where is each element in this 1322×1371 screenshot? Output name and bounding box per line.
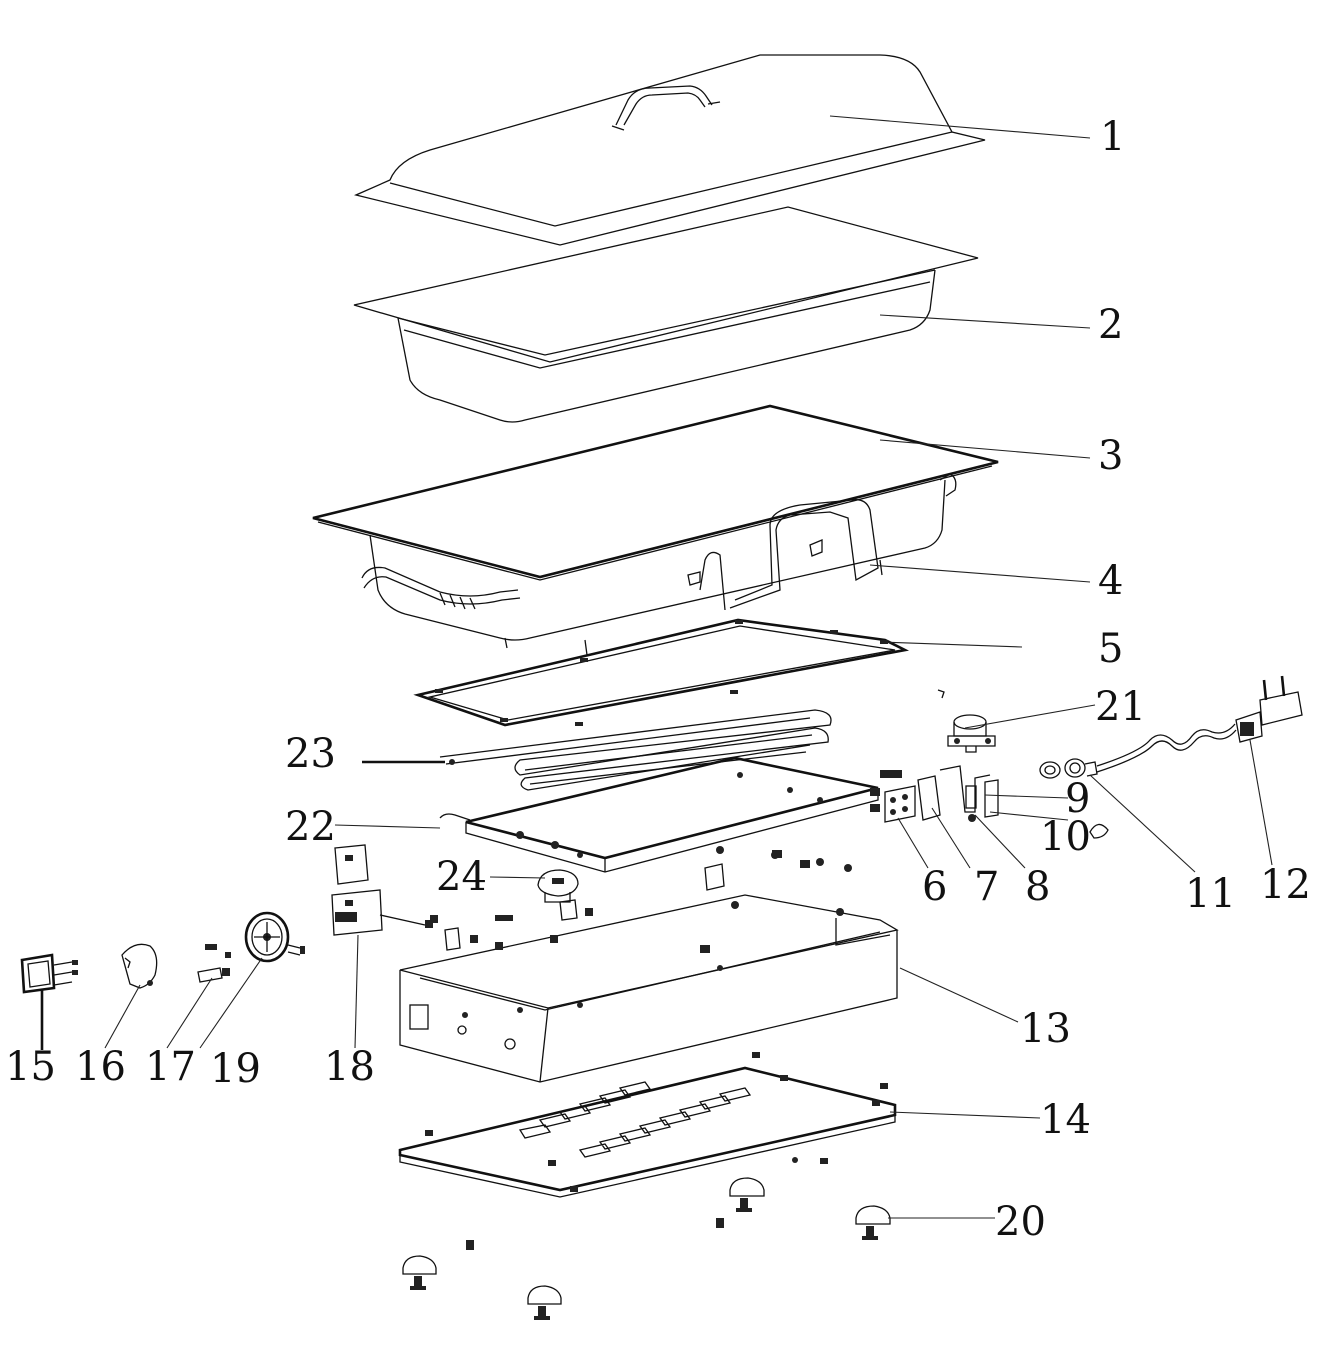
label-7: 7 [974, 864, 999, 910]
part-power-cord [1039, 723, 1237, 779]
label-3: 3 [1098, 433, 1123, 479]
label-6: 6 [922, 864, 947, 910]
part-gasket [413, 618, 910, 727]
part-terminal-block [870, 770, 916, 823]
part-dial-knob [244, 911, 305, 963]
label-5: 5 [1098, 626, 1123, 672]
part-pan [353, 206, 979, 423]
label-18: 18 [324, 1044, 375, 1090]
part-feet [402, 1177, 891, 1320]
label-1: 1 [1100, 114, 1125, 160]
label-11: 11 [1185, 871, 1236, 917]
part-base-plate [398, 1052, 897, 1198]
part-reflector [439, 756, 879, 873]
part-knob-cover [121, 943, 158, 989]
label-13: 13 [1020, 1006, 1071, 1052]
part-tray [312, 404, 999, 656]
label-16: 16 [75, 1044, 126, 1090]
label-9: 9 [1065, 776, 1090, 822]
label-22: 22 [285, 804, 336, 850]
part-housing [399, 894, 899, 1083]
label-17: 17 [145, 1044, 196, 1090]
label-23: 23 [285, 731, 336, 777]
part-switch [20, 953, 78, 994]
part-labels: 1 2 3 4 5 21 23 9 22 10 24 6 7 8 11 12 1… [5, 114, 1311, 1245]
label-10: 10 [1040, 814, 1091, 860]
label-24: 24 [436, 854, 487, 900]
part-lid [353, 54, 986, 246]
part-control-bracket [331, 844, 433, 936]
part-heating-element [439, 709, 832, 791]
part-bracket [917, 765, 999, 822]
label-4: 4 [1098, 558, 1123, 604]
label-14: 14 [1040, 1097, 1091, 1143]
leader-lines [40, 115, 1273, 1219]
label-19: 19 [210, 1046, 261, 1092]
label-12: 12 [1260, 862, 1311, 908]
part-cap [1089, 823, 1109, 839]
label-21: 21 [1095, 684, 1146, 730]
label-20: 20 [995, 1199, 1046, 1245]
part-handles [361, 473, 957, 611]
label-2: 2 [1098, 302, 1123, 348]
label-15: 15 [5, 1044, 56, 1090]
part-thermal-fuse [937, 689, 996, 753]
part-thermostat [537, 869, 579, 903]
part-spacer [197, 944, 231, 983]
label-8: 8 [1025, 864, 1050, 910]
part-control-screws [430, 850, 810, 953]
part-plug [1235, 675, 1303, 743]
